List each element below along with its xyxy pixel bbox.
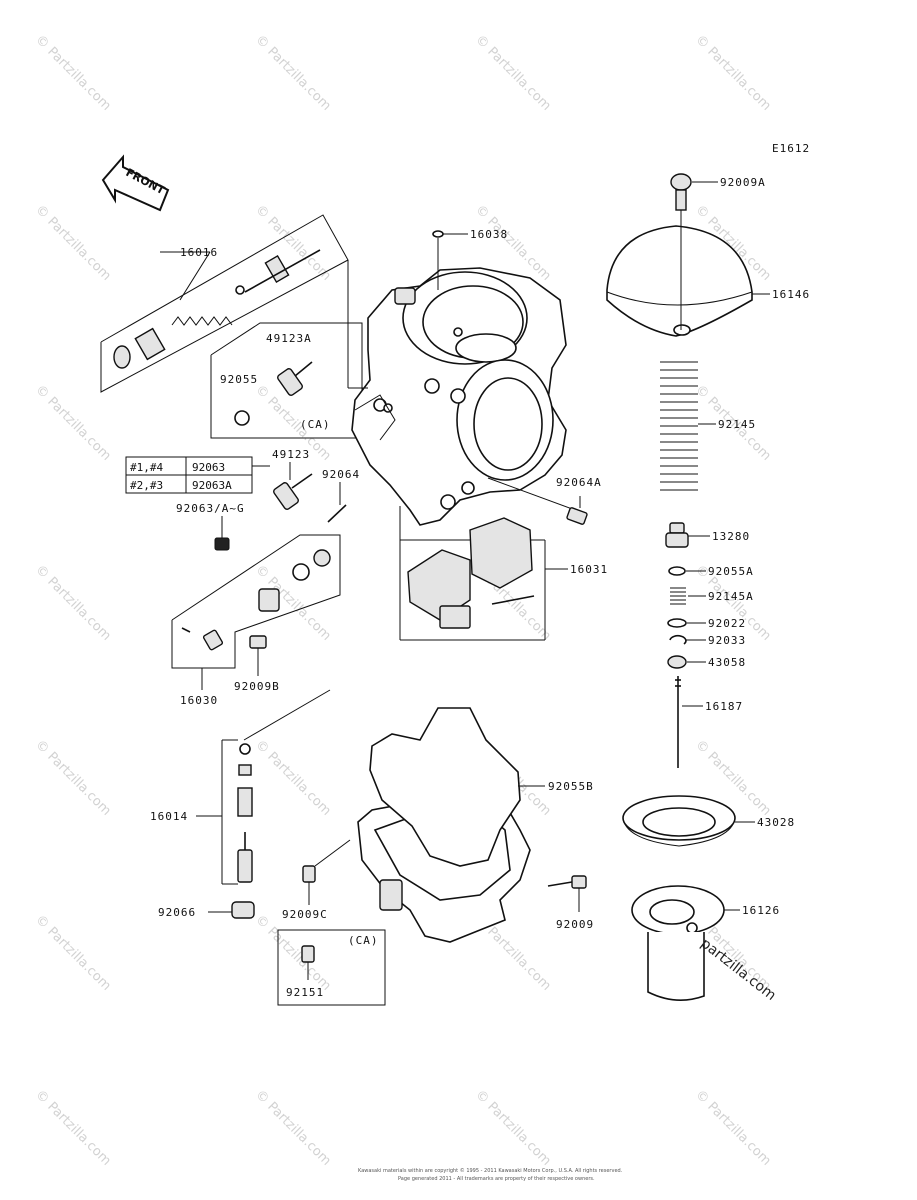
label-16014: 16014	[150, 810, 188, 823]
cyl-row1-part: 92063	[192, 461, 225, 474]
label-16187: 16187	[705, 700, 743, 713]
label-92145: 92145	[718, 418, 756, 431]
screw-92151	[301, 945, 315, 963]
leader-16014-connect	[243, 689, 331, 741]
label-92066: 92066	[158, 906, 196, 919]
watermark: © Partzilla.com	[252, 737, 334, 819]
screw-92009c	[302, 865, 316, 883]
label-ca-2: (CA)	[348, 934, 379, 947]
watermark: © Partzilla.com	[32, 562, 114, 644]
front-arrow-icon: FRONT	[101, 154, 170, 212]
washer-92022	[667, 618, 687, 628]
cyl-row2-cyl: #2,#3	[130, 479, 163, 492]
top-cover-16146	[606, 225, 753, 337]
label-92055a: 92055A	[708, 565, 754, 578]
jet-49123a	[277, 361, 313, 396]
watermark: © Partzilla.com	[692, 32, 774, 114]
label-49123a: 49123A	[266, 332, 312, 345]
o-ring-92055a	[668, 566, 686, 576]
label-92064: 92064	[322, 468, 360, 481]
cyl-row2-part: 92063A	[192, 479, 232, 492]
label-16038: 16038	[470, 228, 508, 241]
plug-92066	[231, 901, 255, 919]
o-ring-92055	[234, 410, 250, 426]
label-92033: 92033	[708, 634, 746, 647]
watermark: © Partzilla.com	[472, 1087, 554, 1169]
watermark: © Partzilla.com	[472, 32, 554, 114]
label-92151: 92151	[286, 986, 324, 999]
clip-92033	[669, 634, 687, 645]
pilot-screw-assembly	[113, 249, 321, 369]
diaphragm-43028	[622, 795, 736, 847]
float-needle-16014	[237, 743, 253, 883]
cylinder-table: #1,#4 92063 #2,#3 92063A	[125, 456, 253, 494]
bracket-16016	[100, 214, 349, 393]
main-jet-92063	[214, 537, 230, 551]
gasket-92055b	[369, 707, 521, 867]
watermark: © Partzilla.com	[252, 32, 334, 114]
label-16030: 16030	[180, 694, 218, 707]
watermark: © Partzilla.com	[32, 912, 114, 994]
screw-13280	[665, 522, 689, 548]
vacuum-piston-16126	[631, 885, 725, 1001]
partzilla-label: partzilla.com	[698, 936, 779, 1004]
label-49123: 49123	[272, 448, 310, 461]
needle-16187	[675, 676, 681, 768]
box-ca-49123a	[210, 322, 363, 439]
label-ca-1: (CA)	[300, 418, 331, 431]
label-16146: 16146	[772, 288, 810, 301]
cyl-row1-cyl: #1,#4	[130, 461, 163, 474]
washer-43058	[667, 655, 687, 669]
screw-92009a	[670, 173, 692, 211]
parts-16030	[181, 549, 331, 651]
label-92022: 92022	[708, 617, 746, 630]
watermark: © Partzilla.com	[692, 1087, 774, 1169]
watermark: © Partzilla.com	[32, 382, 114, 464]
label-92009: 92009	[556, 918, 594, 931]
copyright-line-2: Page generated 2011 - All trademarks are…	[398, 1176, 595, 1182]
jet-92064	[327, 504, 347, 523]
label-16016: 16016	[180, 246, 218, 259]
screw-92009b	[249, 635, 267, 649]
label-92145a: 92145A	[708, 590, 754, 603]
jet-49123	[273, 473, 313, 510]
diagram-code: E1612	[772, 142, 810, 155]
copyright-line-1: Kawasaki materials within are copyright …	[358, 1167, 623, 1174]
leader-16016b	[179, 251, 211, 301]
label-43028: 43028	[757, 816, 795, 829]
watermark: © Partzilla.com	[32, 737, 114, 819]
label-92009c: 92009C	[282, 908, 328, 921]
bracket-16030	[171, 534, 341, 669]
label-92009b: 92009B	[234, 680, 280, 693]
watermark: © Partzilla.com	[252, 202, 334, 284]
label-92064a: 92064A	[556, 476, 602, 489]
leader-92064a-line	[487, 477, 576, 511]
watermark: © Partzilla.com	[32, 1087, 114, 1169]
label-92055b: 92055B	[548, 780, 594, 793]
watermark: © Partzilla.com	[32, 32, 114, 114]
jet-92064a	[566, 507, 588, 525]
label-43058: 43058	[708, 656, 746, 669]
label-92063ag: 92063/A~G	[176, 502, 245, 515]
label-16126: 16126	[742, 904, 780, 917]
watermark: © Partzilla.com	[252, 1087, 334, 1169]
spring-92145	[660, 361, 698, 491]
screw-92009	[547, 875, 587, 889]
watermark: © Partzilla.com	[252, 912, 334, 994]
label-16031: 16031	[570, 563, 608, 576]
label-13280: 13280	[712, 530, 750, 543]
carburetor-body	[351, 267, 567, 526]
o-ring-16038	[432, 230, 444, 238]
watermark: © Partzilla.com	[32, 202, 114, 284]
leader-92009c-part	[314, 839, 351, 867]
label-92009a: 92009A	[720, 176, 766, 189]
float-16031	[407, 517, 535, 629]
box-ca-92151	[277, 929, 386, 1006]
label-92055: 92055	[220, 373, 258, 386]
spring-92145a	[670, 587, 686, 605]
